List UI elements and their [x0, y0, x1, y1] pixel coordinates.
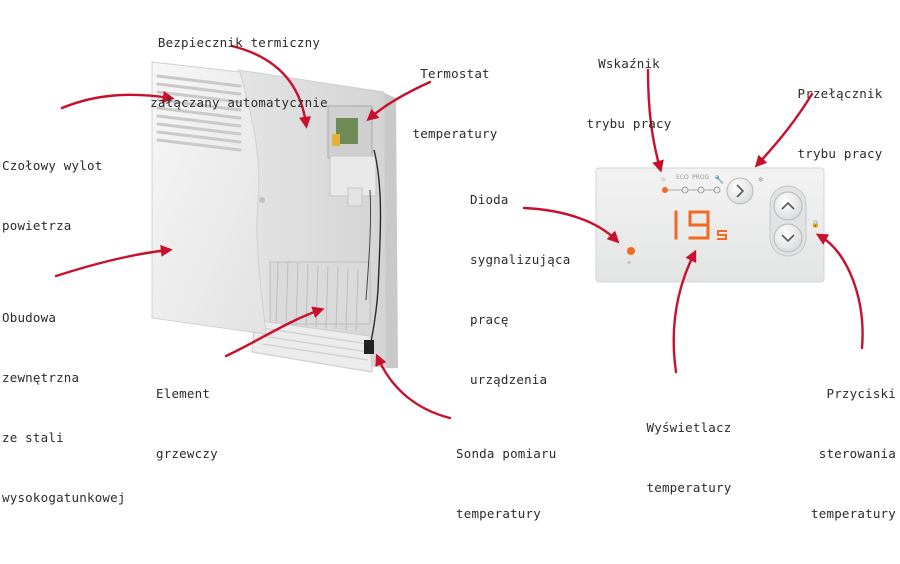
- label-housing: Obudowa zewnętrzna ze stali wysokogatunk…: [2, 268, 152, 548]
- status-led: [627, 247, 635, 255]
- label-housing-line-3: ze stali: [2, 428, 152, 448]
- label-mode-indicator-line-2: trybu pracy: [574, 114, 684, 134]
- label-housing-line-1: Obudowa: [2, 308, 152, 328]
- label-display-line-1: Wyświetlacz: [634, 418, 744, 438]
- label-front-outlet: Czołowy wylot powietrza: [2, 116, 122, 276]
- label-heating-element-line-2: grzewczy: [156, 444, 246, 464]
- mode-eco-text: ECO: [676, 174, 689, 181]
- label-buttons-line-3: temperatury: [786, 504, 896, 524]
- label-probe: Sonda pomiaru temperatury: [456, 404, 576, 564]
- label-fuse-line-1: Bezpiecznik termiczny: [124, 33, 354, 53]
- temperature-down-button[interactable]: [774, 224, 802, 252]
- label-buttons-line-2: sterowania: [786, 444, 896, 464]
- label-heating-element: Element grzewczy: [156, 344, 246, 504]
- label-housing-line-4: wysokogatunkowej: [2, 488, 152, 508]
- label-led-line-4: urządzenia: [470, 370, 590, 390]
- cover-screw: [259, 197, 265, 203]
- label-housing-line-2: zewnętrzna: [2, 368, 152, 388]
- label-led-line-1: Dioda: [470, 190, 590, 210]
- heating-element-fins: [270, 262, 370, 331]
- label-fuse-line-2: załączany automatycznie: [124, 93, 354, 113]
- label-mode-indicator-line-1: Wskaźnik: [574, 54, 684, 74]
- label-led: Dioda sygnalizująca pracę urządzenia: [470, 150, 590, 430]
- comfort-sun-icon: ☼: [660, 176, 666, 184]
- mode-prog-text: PROG: [692, 174, 709, 181]
- label-mode-switch-line-1: Przełącznik: [782, 84, 898, 104]
- label-buttons-line-1: Przyciski: [786, 384, 896, 404]
- label-mode-indicator: Wskaźnik trybu pracy: [574, 14, 684, 174]
- label-thermostat-line-1: Termostat: [400, 64, 510, 84]
- label-mode-switch-line-2: trybu pracy: [782, 144, 898, 164]
- arrow-buttons: [820, 236, 863, 348]
- label-led-line-2: sygnalizująca: [470, 250, 590, 270]
- wrench-icon: 🔧: [714, 174, 724, 184]
- label-front-outlet-line-2: powietrza: [2, 216, 122, 236]
- label-front-outlet-line-1: Czołowy wylot: [2, 156, 122, 176]
- label-thermostat-line-2: temperatury: [400, 124, 510, 144]
- probe-sensor: [364, 340, 374, 354]
- lock-icon: 🔒: [811, 220, 820, 228]
- label-probe-line-2: temperatury: [456, 504, 576, 524]
- led-sublabel-icon: ≋: [627, 260, 631, 266]
- label-fuse: Bezpiecznik termiczny załączany automaty…: [124, 0, 354, 153]
- frost-icon: ❄: [758, 176, 764, 184]
- label-display-line-2: temperatury: [634, 478, 744, 498]
- label-mode-switch: Przełącznik trybu pracy: [782, 44, 898, 204]
- label-led-line-3: pracę: [470, 310, 590, 330]
- diagram-stage: ☼ 🔧 ❄ ≋: [0, 0, 900, 452]
- mode-switch-button[interactable]: [727, 178, 753, 204]
- label-heating-element-line-1: Element: [156, 384, 246, 404]
- label-buttons: Przyciski sterowania temperatury: [786, 344, 896, 564]
- label-probe-line-1: Sonda pomiaru: [456, 444, 576, 464]
- label-display: Wyświetlacz temperatury: [634, 378, 744, 538]
